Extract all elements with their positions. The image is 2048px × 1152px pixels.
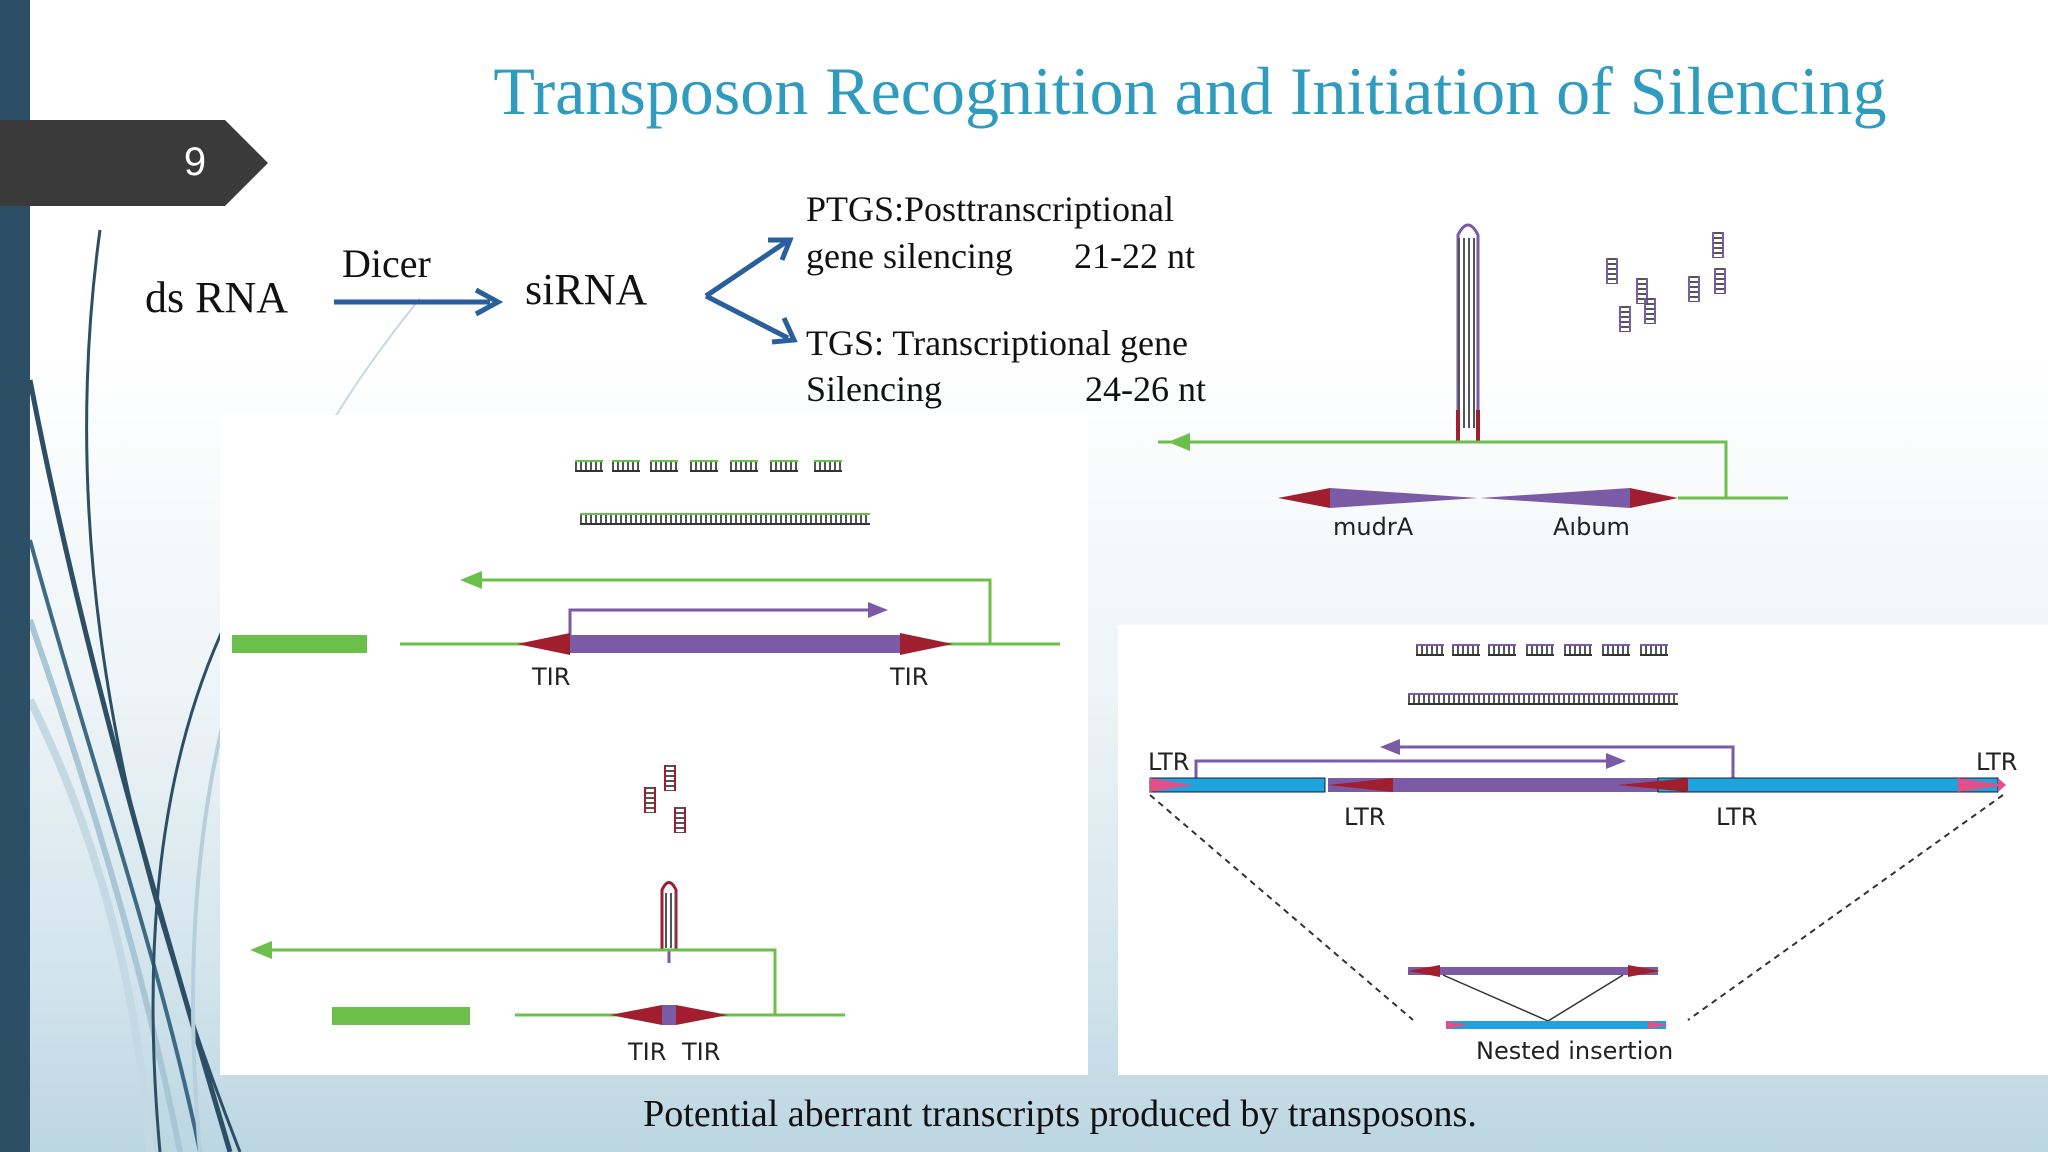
sense-transcript <box>568 608 870 635</box>
gene-block-2 <box>332 1007 470 1025</box>
tir-label-right: TIR <box>889 663 928 691</box>
mudra-right-red <box>1630 488 1678 508</box>
tir-right-marker <box>900 633 953 655</box>
tgs-size: 24-26 nt <box>1085 369 1206 409</box>
mudr-hairpin <box>1456 223 1480 442</box>
tir-diagram: TIR TIR TIR TIR <box>232 460 1060 1066</box>
readthrough-transcript <box>465 578 992 645</box>
ltr-sense <box>1194 759 1618 785</box>
dicer-arrow <box>334 287 504 317</box>
mudra-right-purple <box>1480 488 1630 508</box>
scattered-sirnas <box>1606 232 1726 332</box>
slide-title: Transposon Recognition and Initiation of… <box>493 53 1887 129</box>
transposon-body <box>570 635 900 653</box>
ltr-panel: LTR LTR LTR LTR Nested insertion <box>1118 625 2048 1075</box>
ptgs-size: 21-22 nt <box>1074 236 1195 276</box>
ltr-blue-right <box>1657 777 1999 793</box>
nested-insertion-label: Nested insertion <box>1476 1037 1673 1065</box>
ltr-diagram: LTR LTR LTR LTR Nested insertion <box>1148 644 2017 1065</box>
sirna-label: siRNA <box>525 265 648 314</box>
tir-label-b: TIR <box>681 1038 720 1066</box>
mudra-label: mudrA <box>1333 513 1414 541</box>
ds-rna-label: ds RNA <box>145 273 289 322</box>
tir-hairpin <box>660 881 678 963</box>
ltr-long-dsrna <box>1408 693 1678 705</box>
page-number: 9 <box>183 140 207 184</box>
nested-purple <box>1408 967 1658 975</box>
gene-block <box>232 635 367 653</box>
page-number-tab <box>0 120 268 206</box>
tgs-line1: TGS: Transcriptional gene <box>806 323 1188 363</box>
ltr-outer-right-label: LTR <box>1976 748 2017 776</box>
tir-label-left: TIR <box>531 663 570 691</box>
ptgs-line2: gene silencing <box>806 236 1013 276</box>
mudr-transcript <box>1158 440 1728 498</box>
ltr-short-sirnas <box>1416 644 1668 656</box>
tir-panel: TIR TIR TIR TIR <box>220 415 1088 1075</box>
small-sirnas-red <box>644 765 686 833</box>
ltr-inner-right-label: LTR <box>1716 803 1757 831</box>
tir-pair <box>610 1005 662 1025</box>
branch-arrows <box>704 237 798 345</box>
mudra-left-red <box>1278 488 1330 508</box>
dicer-label: Dicer <box>342 241 431 286</box>
mudra-reverse-label: Aıbum <box>1553 513 1630 541</box>
ltr-inner-left-label: LTR <box>1344 803 1385 831</box>
mudra-left-purple <box>1330 488 1478 508</box>
ltr-purple-body <box>1328 778 1658 792</box>
ptgs-line1: PTGS:Posttranscriptional <box>806 189 1174 229</box>
ltr-antisense <box>1390 745 1735 785</box>
ltr-outer-left-label: LTR <box>1148 748 1189 776</box>
hairpin-transcript <box>255 948 777 1015</box>
tir-label-a: TIR <box>627 1038 666 1066</box>
short-sirna-row <box>575 460 842 472</box>
nested-blue <box>1446 1021 1666 1029</box>
long-dsrna <box>580 513 870 525</box>
figure-caption: Potential aberrant transcripts produced … <box>643 1093 1477 1135</box>
mudr-diagram: mudrA Aıbum <box>1158 223 1788 541</box>
tgs-line2: Silencing <box>806 369 942 409</box>
tir-left-marker <box>517 633 570 655</box>
